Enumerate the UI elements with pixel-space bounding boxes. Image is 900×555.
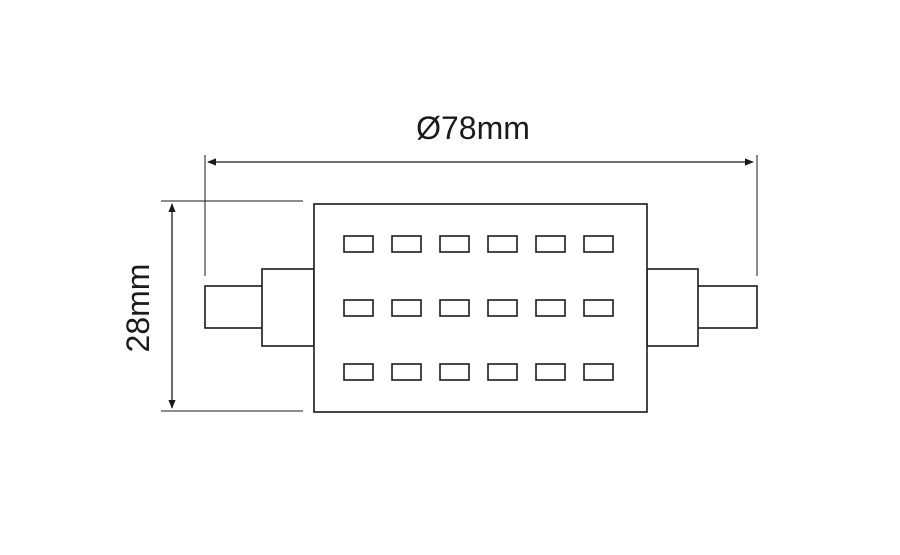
led-chip (487, 235, 518, 253)
led-chip (439, 235, 470, 253)
right-pin (696, 285, 758, 329)
led-chip (343, 299, 374, 317)
led-chip (343, 363, 374, 381)
led-chip (439, 363, 470, 381)
height-label: 28mm (120, 264, 156, 353)
led-bulb (204, 203, 758, 413)
led-chip (439, 299, 470, 317)
led-chip (391, 235, 422, 253)
length-dimension: Ø78mm (204, 110, 758, 276)
led-chip (583, 299, 614, 317)
led-chip (487, 363, 518, 381)
led-chip-grid (343, 235, 614, 381)
led-chip (535, 235, 566, 253)
right-end-cap (646, 268, 699, 347)
height-dimension: 28mm (120, 200, 303, 412)
led-chip (343, 235, 374, 253)
led-chip (583, 235, 614, 253)
led-chip (487, 299, 518, 317)
led-chip (391, 363, 422, 381)
length-label: Ø78mm (416, 110, 530, 146)
led-chip (535, 363, 566, 381)
left-end-cap (261, 268, 315, 347)
led-chip (583, 363, 614, 381)
left-pin (204, 285, 264, 329)
led-chip (391, 299, 422, 317)
led-chip (535, 299, 566, 317)
